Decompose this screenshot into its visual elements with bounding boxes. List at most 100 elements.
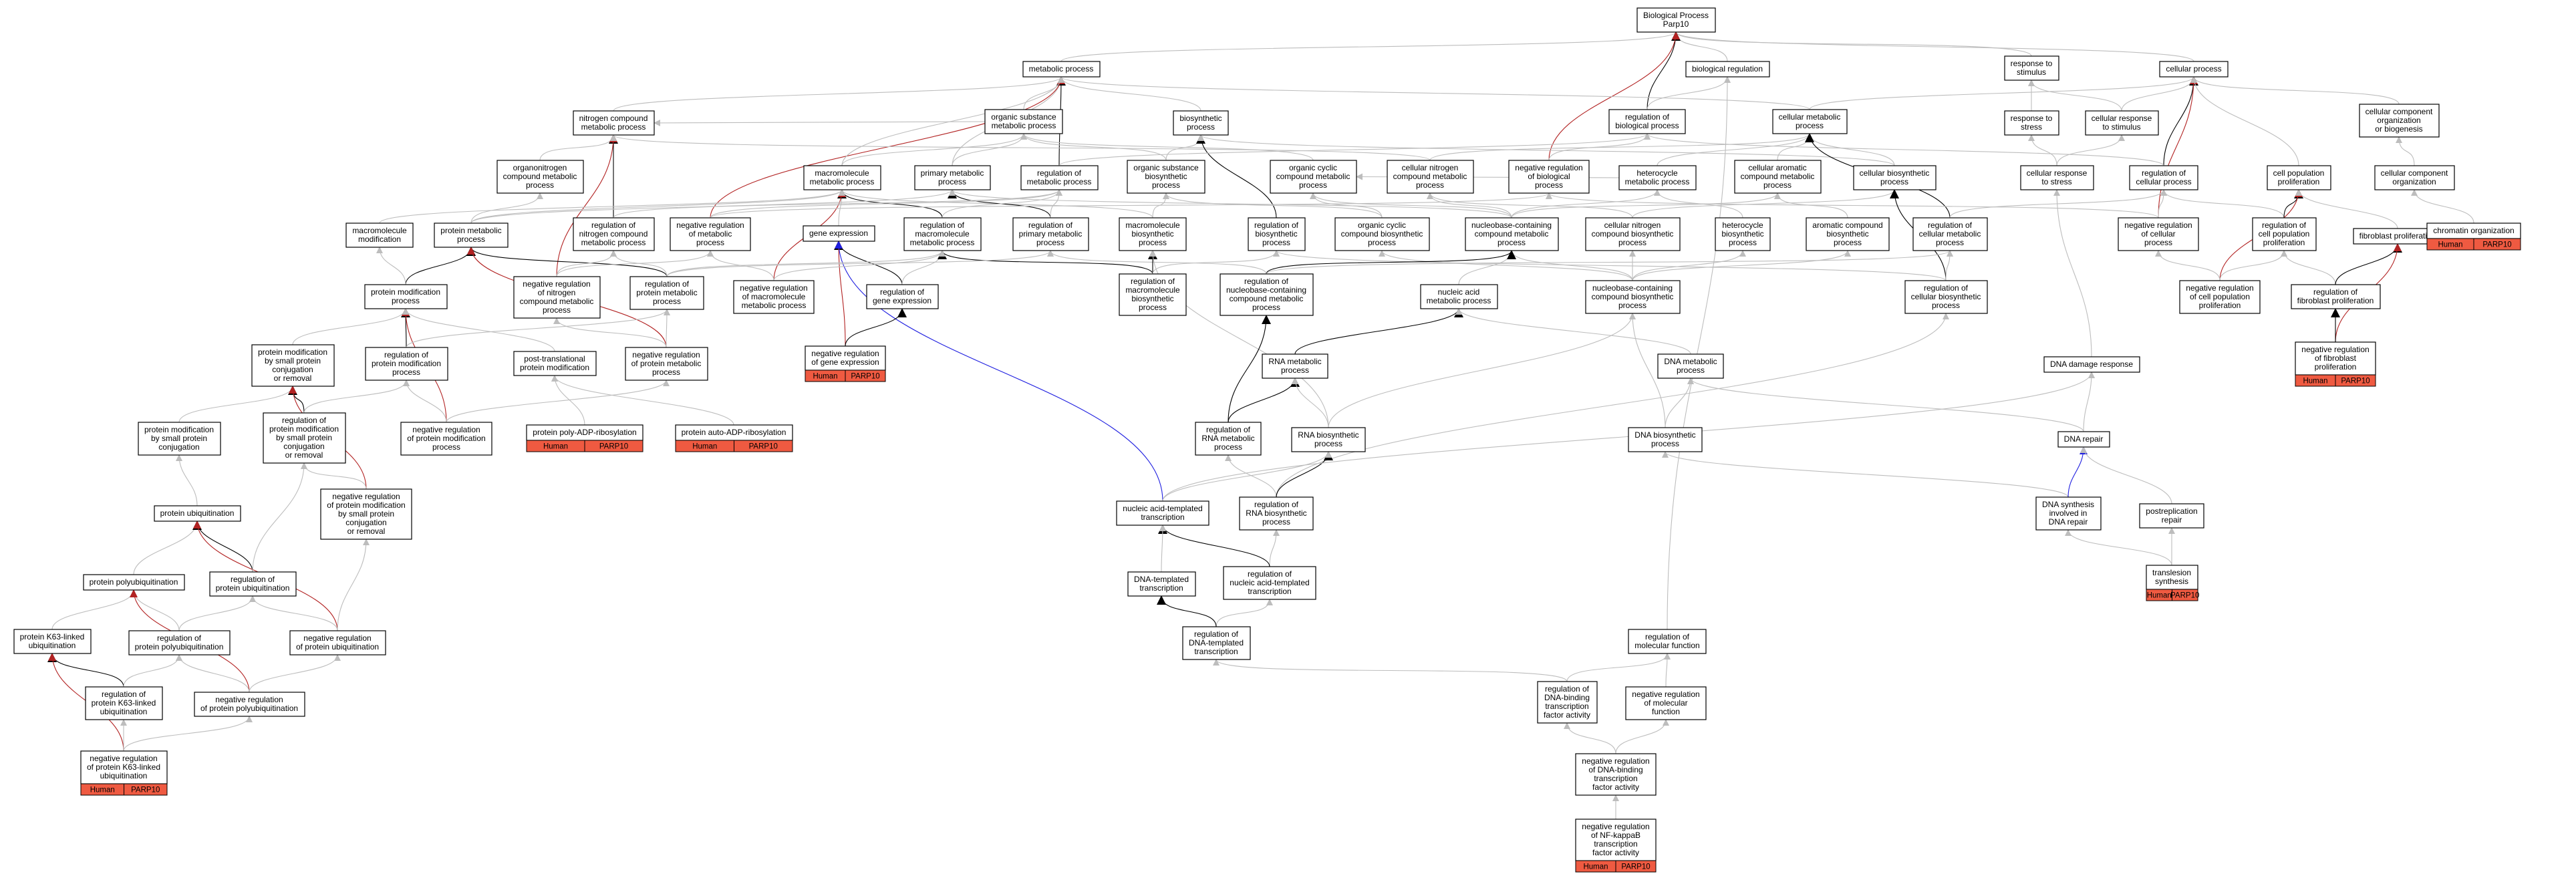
- node-dna-repair[interactable]: DNA repair: [2057, 431, 2110, 448]
- node-fib-prolif[interactable]: fibroblast proliferation: [2353, 228, 2443, 245]
- node-dna-dmg[interactable]: DNA damage response: [2043, 356, 2140, 373]
- node-reg-dbtf[interactable]: regulation ofDNA-bindingtranscriptionfac…: [1537, 681, 1598, 724]
- node-reg-macrobiosyn[interactable]: regulation ofmacromoleculebiosyntheticpr…: [1119, 273, 1187, 316]
- node-cellular[interactable]: cellular process: [2159, 61, 2229, 78]
- node-prot-polyubiq[interactable]: protein polyubiquitination: [83, 574, 185, 591]
- node-bioreg[interactable]: biological regulation: [1685, 61, 1770, 78]
- node-gene-expr[interactable]: gene expression: [803, 225, 875, 242]
- node-prot-ubiq[interactable]: protein ubiquitination: [154, 505, 241, 522]
- node-reg-nbcbp[interactable]: regulation ofnucleobase-containingcompou…: [1220, 273, 1314, 316]
- node-metabolic[interactable]: metabolic process: [1022, 61, 1101, 78]
